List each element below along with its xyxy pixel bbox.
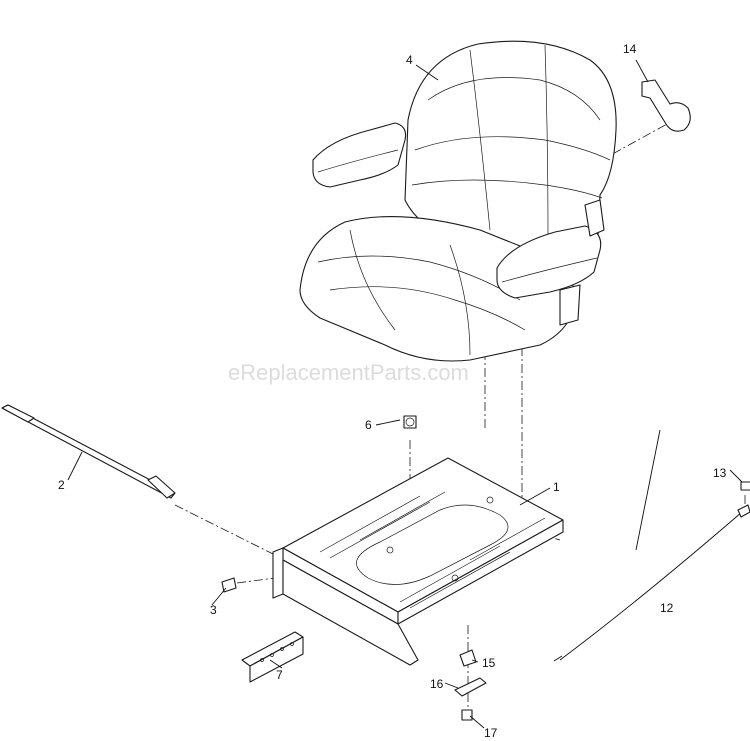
callout-leaders xyxy=(67,59,743,729)
callout-17: 17 xyxy=(484,726,498,740)
callout-3: 3 xyxy=(210,603,217,617)
watermark: eReplacementParts.com xyxy=(228,360,469,385)
fasteners xyxy=(221,415,750,721)
callout-2: 2 xyxy=(58,478,65,492)
callout-1: 1 xyxy=(553,480,560,494)
callout-labels: 1 2 3 4 6 7 12 13 14 15 16 17 xyxy=(58,42,727,740)
part-12-cable xyxy=(553,504,750,662)
callout-4: 4 xyxy=(406,53,413,67)
part-7-bracket xyxy=(241,631,304,683)
seat-assembly xyxy=(299,40,617,362)
callout-14: 14 xyxy=(623,42,637,56)
callout-12: 12 xyxy=(660,601,674,615)
part-1-seat-plate xyxy=(272,457,564,666)
callout-7: 7 xyxy=(276,668,283,682)
part-2-rod xyxy=(1,404,176,499)
part-14-cover xyxy=(641,79,691,132)
callout-6: 6 xyxy=(365,418,372,432)
callout-16: 16 xyxy=(430,677,444,691)
callout-15: 15 xyxy=(482,656,496,670)
callout-13: 13 xyxy=(713,466,727,480)
